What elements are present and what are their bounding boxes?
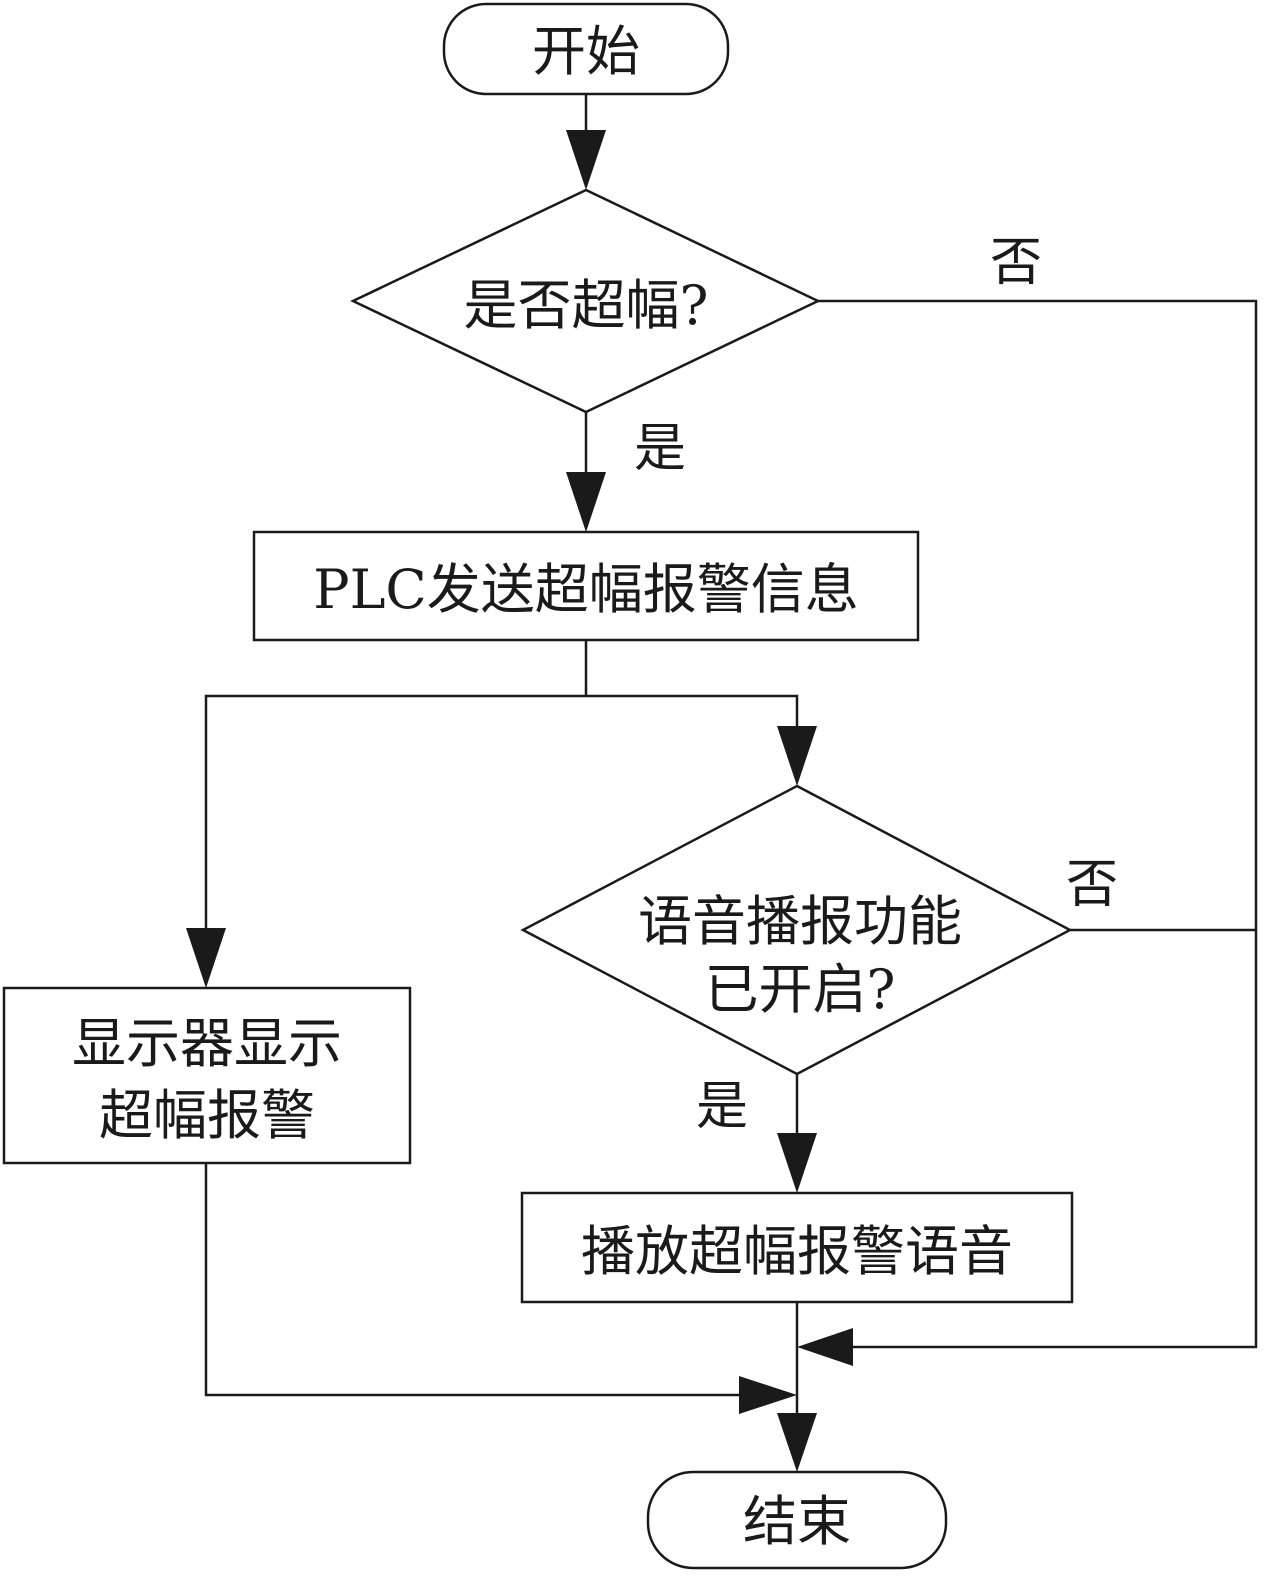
arrowhead <box>186 928 226 988</box>
decision-overrange: 是否超幅? <box>350 188 821 414</box>
process-play-voice: 播放超幅报警语音 <box>520 1191 1074 1304</box>
end-node: 结束 <box>646 1470 948 1570</box>
process-display-line2: 超幅报警 <box>99 1084 315 1147</box>
decision-voice-line1: 语音播报功能 <box>638 890 962 953</box>
start-label: 开始 <box>532 20 640 83</box>
connector-overrange-no <box>818 299 1258 1349</box>
connector-display-to-merge <box>204 1163 739 1397</box>
process-display-line1: 显示器显示 <box>72 1012 342 1075</box>
overrange-yes-label: 是 <box>634 419 686 479</box>
start-node: 开始 <box>442 2 730 96</box>
overrange-no-label: 否 <box>990 233 1042 293</box>
process-play-voice-label: 播放超幅报警语音 <box>581 1220 1013 1283</box>
arrowhead <box>566 130 606 190</box>
decision-voice-enabled: 语音播报功能 已开启? <box>520 784 1073 1076</box>
process-plc-send: PLC发送超幅报警信息 <box>252 530 920 642</box>
end-label: 结束 <box>743 1490 851 1553</box>
process-display-alarm: 显示器显示 超幅报警 <box>2 986 412 1165</box>
process-plc-send-label: PLC发送超幅报警信息 <box>313 558 859 621</box>
arrowhead <box>777 1413 817 1472</box>
decision-voice-line2: 已开启? <box>705 958 896 1021</box>
connector-to-display <box>204 694 586 928</box>
arrowhead <box>777 726 817 786</box>
arrowhead <box>739 1376 797 1414</box>
connector-to-voice-decision <box>586 694 799 726</box>
voice-no-label: 否 <box>1066 855 1118 915</box>
arrowhead <box>797 1328 853 1366</box>
arrowhead <box>777 1133 817 1193</box>
voice-yes-label: 是 <box>696 1077 748 1137</box>
decision-overrange-label: 是否超幅? <box>464 274 709 337</box>
arrowhead <box>566 472 606 532</box>
